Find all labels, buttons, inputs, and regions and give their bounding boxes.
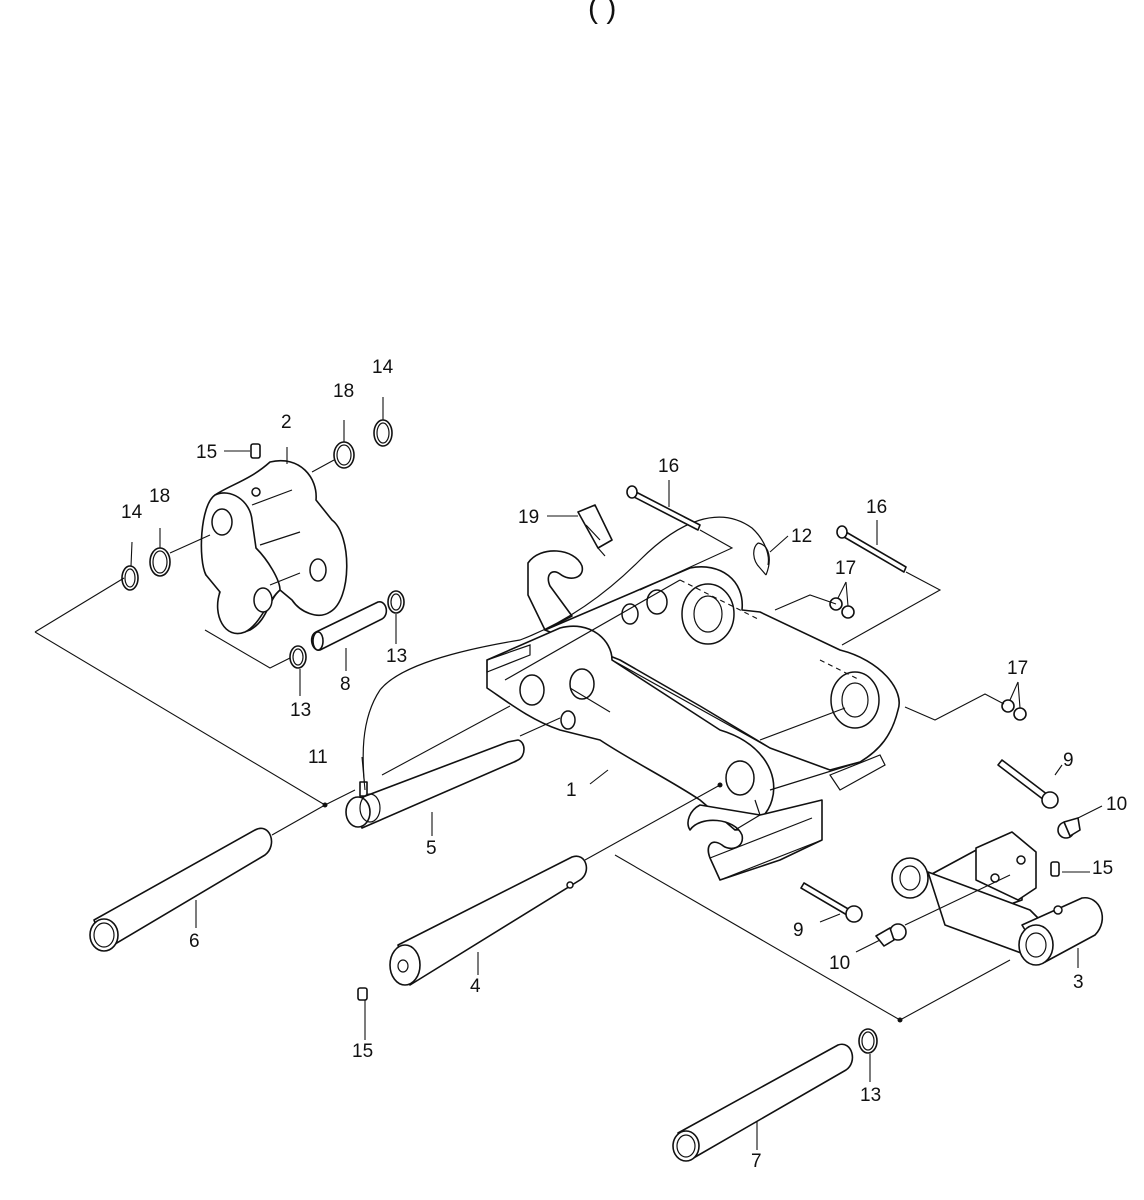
- callout-15-bottom: 15: [352, 1041, 373, 1062]
- callout-10-right: 10: [1106, 794, 1127, 815]
- part-9-tube-left: [800, 882, 863, 923]
- callout-13-bottom: 13: [860, 1085, 881, 1106]
- ring-13-left: [289, 645, 307, 669]
- callout-3: 3: [1073, 972, 1084, 993]
- grease-nipple-15-right: [1050, 861, 1060, 877]
- part-1-frame: [486, 550, 900, 881]
- callout-16-upper: 16: [658, 456, 679, 477]
- ring-18-top: [333, 441, 355, 469]
- part-11-wire: [362, 516, 770, 791]
- part-9-tube-right: [997, 759, 1059, 809]
- callout-17-right: 17: [1007, 658, 1028, 679]
- callout-16-right: 16: [866, 497, 887, 518]
- callout-18-left: 18: [149, 486, 170, 507]
- part-4-pin: [389, 855, 588, 986]
- callout-19: 19: [518, 507, 539, 528]
- callout-10-left: 10: [829, 953, 850, 974]
- part-11-wire-end: [359, 781, 368, 797]
- callout-5: 5: [426, 838, 437, 859]
- part-10-fitting-right: [1057, 817, 1081, 839]
- ring-14-top: [373, 419, 393, 447]
- callout-4: 4: [470, 976, 481, 997]
- ring-18-left: [149, 547, 171, 577]
- callout-14-left: 14: [121, 502, 143, 523]
- part-17-nut-upper: [829, 597, 855, 619]
- ring-13-right: [387, 590, 405, 614]
- callout-17-upper: 17: [835, 558, 856, 579]
- callout-7: 7: [751, 1151, 762, 1172]
- part-17-nut-right: [1001, 699, 1027, 721]
- callout-15-top: 15: [196, 442, 217, 463]
- ring-13-bottom: [858, 1028, 878, 1054]
- part-19-bracket: [577, 504, 613, 557]
- callout-2: 2: [281, 412, 292, 433]
- callout-18-top: 18: [333, 381, 354, 402]
- part-16-bolt-upper: [626, 485, 701, 531]
- grease-nipple-15-bottom: [357, 987, 368, 1001]
- part-16-bolt-right: [836, 525, 907, 573]
- callout-1: 1: [566, 780, 577, 801]
- callout-8: 8: [340, 674, 351, 695]
- callout-labels: 1 2 3 4 5 6 7 8 9 9 10 10 11 12 13 13 13…: [121, 357, 1127, 1172]
- header-title-fragment: ( ): [588, 0, 616, 25]
- part-7-pin: [672, 1043, 854, 1162]
- callout-15-right: 15: [1092, 858, 1113, 879]
- grease-nipple-15-top: [250, 443, 261, 459]
- callout-9-left: 9: [793, 920, 804, 941]
- leader-lines: [34, 397, 1103, 1150]
- part-5-pin: [345, 739, 525, 829]
- part-2-link: [200, 459, 348, 635]
- part-12-clip: [753, 542, 770, 576]
- callout-9-right: 9: [1063, 750, 1074, 771]
- callout-6: 6: [189, 931, 200, 952]
- callout-12: 12: [791, 526, 812, 547]
- callout-11: 11: [308, 747, 328, 768]
- ring-14-left: [121, 565, 139, 591]
- part-6-pin: [89, 827, 273, 952]
- part-8-pin: [310, 601, 388, 651]
- callout-14-top: 14: [372, 357, 394, 378]
- callout-13-right: 13: [386, 646, 407, 667]
- callout-13-left: 13: [290, 700, 311, 721]
- part-3-cylinder: [891, 831, 1104, 966]
- part-10-fitting-left: [875, 923, 907, 947]
